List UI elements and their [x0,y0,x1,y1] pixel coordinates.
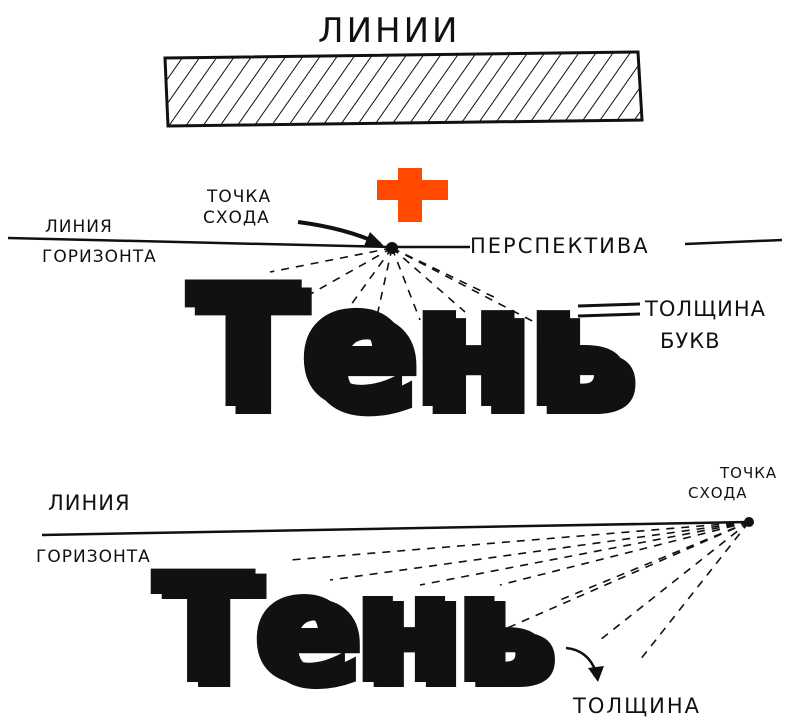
bottom-vanishing-label-1: ТОЧКА [719,464,777,482]
top-thickness-label-2: БУКВ [660,329,721,353]
top-vanishing-arrowhead [364,232,384,246]
bottom-horizon-line [41,520,749,537]
title-text: ЛИНИИ [318,11,460,51]
top-perspective-rays [269,247,541,326]
top-horizon-line-right [684,238,783,246]
top-word-face: Тень [186,248,629,444]
top-vanishing-label-1: ТОЧКА [206,187,271,207]
bottom-horizon-label-2: ГОРИЗОНТА [36,547,151,567]
bottom-thickness-arrowhead [588,666,604,682]
bottom-word-extrusion: Тень [163,547,558,721]
bottom-word-group: Тень Тень [150,540,562,723]
top-vanishing-label-2: СХОДА [203,208,270,228]
top-horizon-label-1: ЛИНИЯ [45,217,113,237]
bottom-horizon-label-1: ЛИНИЯ [48,491,131,515]
top-horizon-line [7,236,470,249]
bottom-vanishing-label-2: СХОДА [688,484,748,502]
top-perspective-label: ПЕРСПЕКТИВА [470,234,650,258]
top-word-extrusion: Тень [196,256,639,452]
bottom-perspective-rays [289,521,750,661]
top-word-group: Тень Тень [184,246,643,454]
bottom-word-face: Тень [152,542,547,716]
plus-cross-icon [377,168,448,222]
thickness-marker-lines [577,302,641,318]
hatched-bar [163,50,644,128]
top-thickness-label-1: ТОЛЩИНА [644,297,766,321]
top-horizon-label-2: ГОРИЗОНТА [42,247,157,267]
bottom-thickness-label: ТОЛЩИНА [572,694,701,718]
